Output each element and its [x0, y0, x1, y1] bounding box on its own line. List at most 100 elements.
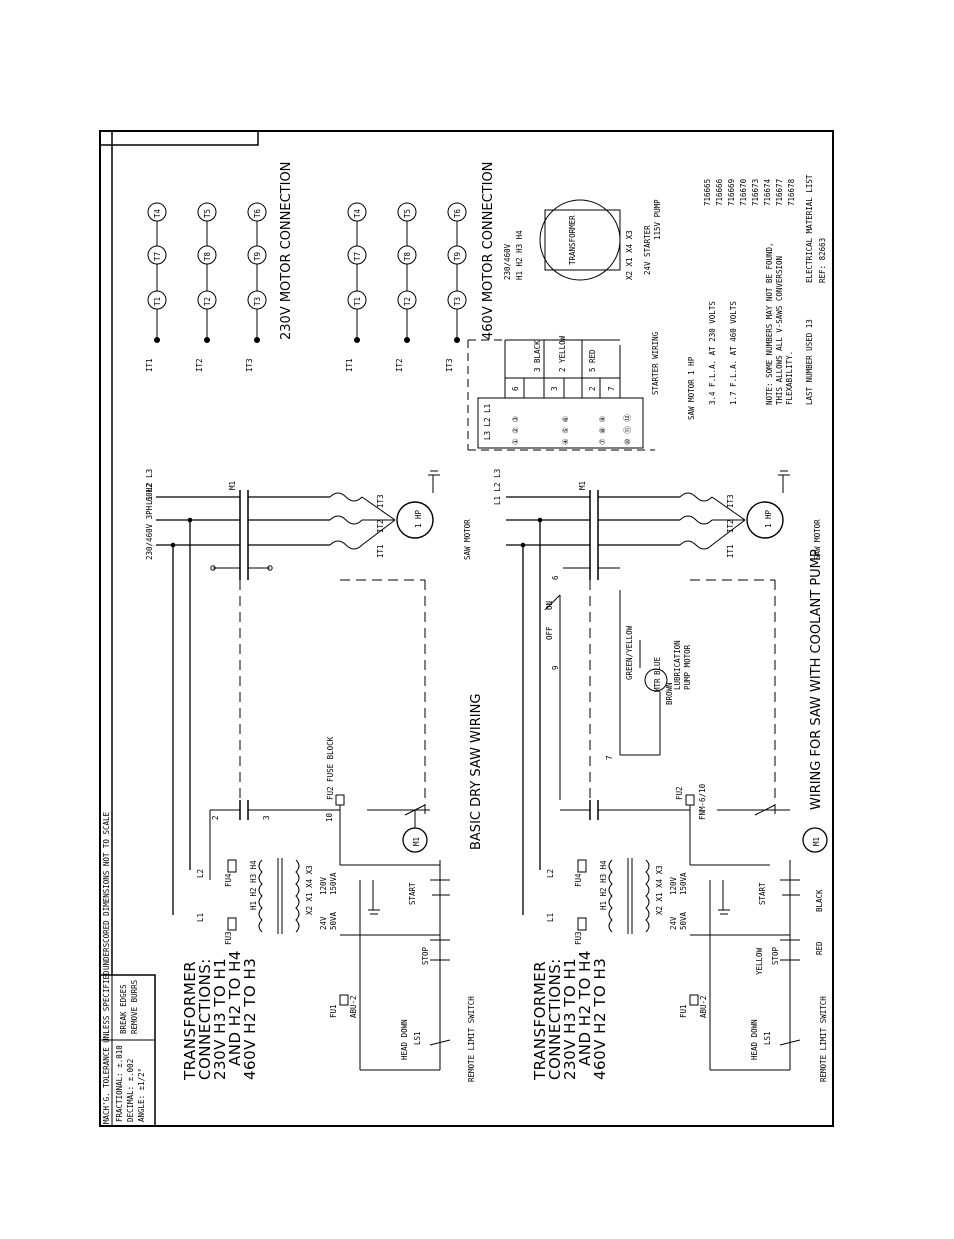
svg-text:REMOTE LIMIT SWITCH: REMOTE LIMIT SWITCH	[467, 996, 476, 1082]
svg-text:24V STARTER: 24V STARTER	[643, 225, 652, 275]
part-number: 716670	[739, 178, 748, 206]
svg-text:SAW MOTOR: SAW MOTOR	[813, 519, 822, 560]
material-list-label: ELECTRICAL MATERIAL LIST	[805, 174, 814, 283]
tolerance-block	[99, 974, 156, 1127]
svg-text:T7: T7	[353, 252, 362, 261]
svg-text:120V: 120V	[319, 876, 328, 895]
svg-text:STOP: STOP	[421, 946, 430, 965]
svg-text:REMOTE LIMIT SWITCH: REMOTE LIMIT SWITCH	[819, 996, 828, 1082]
title-coolant-pump-wiring: WIRING FOR SAW WITH COOLANT PUMP	[809, 549, 824, 810]
svg-text:H1 H2 H3 H4: H1 H2 H3 H4	[249, 860, 258, 910]
svg-text:X2 X1 X4 X3: X2 X1 X4 X3	[625, 230, 634, 280]
svg-text:L1: L1	[196, 913, 205, 922]
svg-text:7: 7	[605, 755, 614, 760]
svg-text:L1: L1	[546, 913, 555, 922]
part-number: 716673	[751, 179, 760, 206]
svg-text:BROWN: BROWN	[665, 682, 674, 705]
title-460v-motor: 460V MOTOR CONNECTION	[481, 162, 496, 340]
svg-text:6: 6	[511, 386, 520, 391]
svg-text:FU4: FU4	[574, 873, 583, 887]
svg-text:TRANSFORMER: TRANSFORMER	[531, 961, 549, 1081]
svg-text:⑦ ⑧ ⑨: ⑦ ⑧ ⑨	[598, 416, 607, 445]
svg-text:1 HP: 1 HP	[414, 509, 423, 528]
title-230v-motor: 230V MOTOR CONNECTION	[279, 162, 294, 340]
part-number: 716678	[787, 178, 796, 206]
control-transformer-2: L2 L1 FU4 FU3 H1 H2 H3 H4 X2 X1 X4 X3 12…	[546, 858, 688, 945]
last-number-used: LAST NUMBER USED 13	[805, 319, 814, 405]
control-transformer-diagram: TRANSFORMER 230/460V H1 H2 H3 H4 X2 X1 X…	[503, 199, 662, 281]
control-transformer-1: L2 L1 FU4 FU3 H1 H2 H3 H4 X2 X1 X4 X3 12…	[196, 858, 338, 945]
svg-text:T1: T1	[353, 297, 362, 306]
motor-460v-connection: IT1 IT2 IT3 T1 T7 T4 T2 T8 T5 T3 T9 T6 4…	[345, 162, 496, 372]
sheet-border	[99, 130, 834, 1127]
part-number: 716677	[775, 179, 784, 206]
svg-text:④ ⑤ ⑥: ④ ⑤ ⑥	[561, 416, 570, 445]
svg-text:GREEN/YELLOW: GREEN/YELLOW	[625, 625, 634, 680]
svg-text:5 RED: 5 RED	[588, 349, 597, 372]
motor-230v-connection: IT1 IT2 IT3 T1 T7 T4 T2 T8 T5 T3 T9 T6 2…	[145, 162, 294, 372]
svg-text:X2 X1 X4 X3: X2 X1 X4 X3	[305, 865, 314, 915]
svg-text:T3: T3	[253, 297, 262, 306]
svg-text:IT1: IT1	[726, 544, 735, 558]
tol-angle: ANGLE: ±1/2°	[137, 1068, 146, 1122]
svg-text:120V: 120V	[669, 876, 678, 895]
basic-dry-saw-wiring: TRANSFORMER CONNECTIONS: 230V H3 TO H1 A…	[145, 469, 484, 1082]
svg-text:HEAD DOWN: HEAD DOWN	[400, 1019, 409, 1060]
svg-text:L1 L2 L3: L1 L2 L3	[493, 469, 502, 505]
svg-text:FU3: FU3	[224, 931, 233, 945]
svg-text:IT3: IT3	[376, 494, 385, 508]
svg-text:IT2: IT2	[376, 519, 385, 533]
starter-wiring-block: L3 L2 L1 6 3 2 7 3 BLACK 2 YELLOW 5 RED …	[467, 331, 660, 451]
svg-text:50VA: 50VA	[329, 911, 338, 930]
svg-text:H1 H2 H3 H4: H1 H2 H3 H4	[599, 860, 608, 910]
svg-text:T3: T3	[453, 297, 462, 306]
title-basic-dry-saw-wiring: BASIC DRY SAW WIRING	[469, 694, 484, 850]
svg-text:L1 L2 L3: L1 L2 L3	[145, 469, 154, 505]
svg-text:7: 7	[607, 386, 616, 391]
svg-text:STOP: STOP	[771, 946, 780, 965]
svg-text:RED: RED	[815, 941, 824, 955]
svg-text:IT3: IT3	[726, 494, 735, 508]
part-number: 716669	[727, 179, 736, 206]
svg-text:YELLOW: YELLOW	[755, 947, 764, 975]
transformer-note-2: TRANSFORMER CONNECTIONS: 230V H3 TO H1 A…	[531, 950, 609, 1081]
svg-text:ON: ON	[545, 601, 554, 610]
svg-text:T5: T5	[203, 209, 212, 218]
svg-text:T4: T4	[153, 208, 162, 218]
svg-text:LUBRICATION: LUBRICATION	[673, 640, 682, 690]
svg-text:6: 6	[551, 575, 560, 580]
svg-text:T4: T4	[353, 208, 362, 218]
svg-text:T6: T6	[453, 208, 462, 218]
svg-text:230V H3 TO H1: 230V H3 TO H1	[211, 958, 229, 1080]
svg-text:FU1: FU1	[329, 1004, 338, 1018]
svg-text:115V PUMP: 115V PUMP	[653, 199, 662, 240]
svg-text:PUMP MOTOR: PUMP MOTOR	[683, 644, 692, 690]
svg-text:H1 H2 H3 H4: H1 H2 H3 H4	[515, 230, 524, 280]
not-to-scale-note: UNDERSCORED DIMENSIONS NOT TO SCALE	[102, 811, 111, 970]
part-number-list: 716665 716666 716669 716670 716673 71667…	[703, 178, 796, 206]
svg-text:IT2: IT2	[195, 358, 204, 372]
svg-text:3: 3	[262, 815, 271, 820]
svg-text:T1: T1	[153, 297, 162, 306]
tol-decimal: DECIMAL: ±.002	[126, 1059, 135, 1122]
svg-text:M1: M1	[578, 481, 587, 490]
svg-text:IT2: IT2	[395, 358, 404, 372]
tol-remove-burrs: REMOVE BURRS	[130, 979, 139, 1034]
svg-text:LS1: LS1	[413, 1031, 422, 1045]
svg-text:MTR: MTR	[653, 678, 662, 692]
svg-text:M1: M1	[812, 837, 821, 846]
svg-text:2 YELLOW: 2 YELLOW	[558, 335, 567, 372]
svg-text:OFF: OFF	[545, 626, 554, 640]
svg-text:460V H2 TO H3: 460V H2 TO H3	[241, 958, 259, 1080]
svg-text:L3 L2 L1: L3 L2 L1	[483, 404, 492, 440]
svg-text:FU3: FU3	[574, 931, 583, 945]
svg-text:AND H2 TO H4: AND H2 TO H4	[226, 950, 244, 1066]
coolant-pump-wiring: TRANSFORMER CONNECTIONS: 230V H3 TO H1 A…	[493, 469, 828, 1082]
part-number: 716666	[715, 178, 724, 206]
svg-text:24V: 24V	[669, 916, 678, 930]
svg-text:T6: T6	[253, 208, 262, 218]
svg-text:T9: T9	[453, 252, 462, 261]
svg-text:ABU-2: ABU-2	[699, 995, 708, 1018]
